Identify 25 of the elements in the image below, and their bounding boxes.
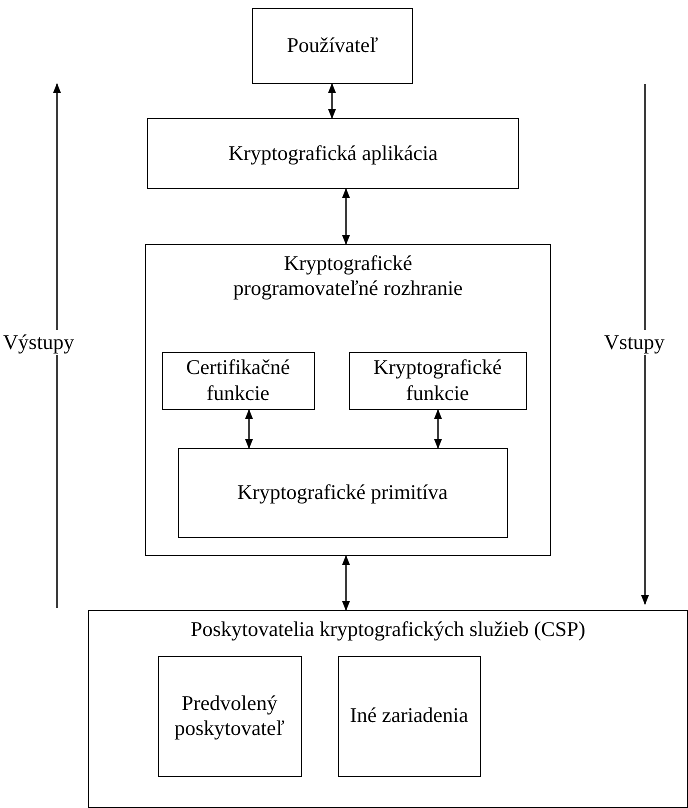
double-arrow	[342, 188, 350, 245]
process-box	[178, 448, 508, 538]
process-box	[252, 8, 413, 84]
side-label: Vstupy	[604, 330, 665, 355]
box-text: Kryptografické funkcie	[372, 355, 503, 406]
double-arrow	[342, 555, 350, 611]
container-box	[88, 610, 688, 808]
process-box	[162, 352, 314, 410]
box-text: Predvolený poskytovateľ	[173, 690, 286, 742]
box-text: Certifikačné funkcie	[185, 355, 291, 406]
container-box	[145, 244, 551, 556]
box-text: Kryptografické programovateľné rozhranie	[232, 251, 464, 302]
process-box	[147, 118, 519, 189]
process-box	[348, 352, 526, 410]
process-box	[158, 656, 302, 776]
double-arrow	[434, 409, 442, 449]
side-label: Výstupy	[3, 330, 74, 355]
box-text: Kryptografická aplikácia	[227, 140, 439, 166]
box-text: Používateľ	[286, 33, 380, 59]
double-arrow	[245, 409, 253, 449]
box-text: Iné zariadenia	[348, 703, 470, 729]
double-arrow	[328, 83, 336, 119]
process-box	[338, 656, 480, 776]
box-text: Poskytovatelia kryptografických služieb (CSP)	[190, 617, 586, 642]
box-text: Kryptografické primitíva	[236, 480, 449, 506]
